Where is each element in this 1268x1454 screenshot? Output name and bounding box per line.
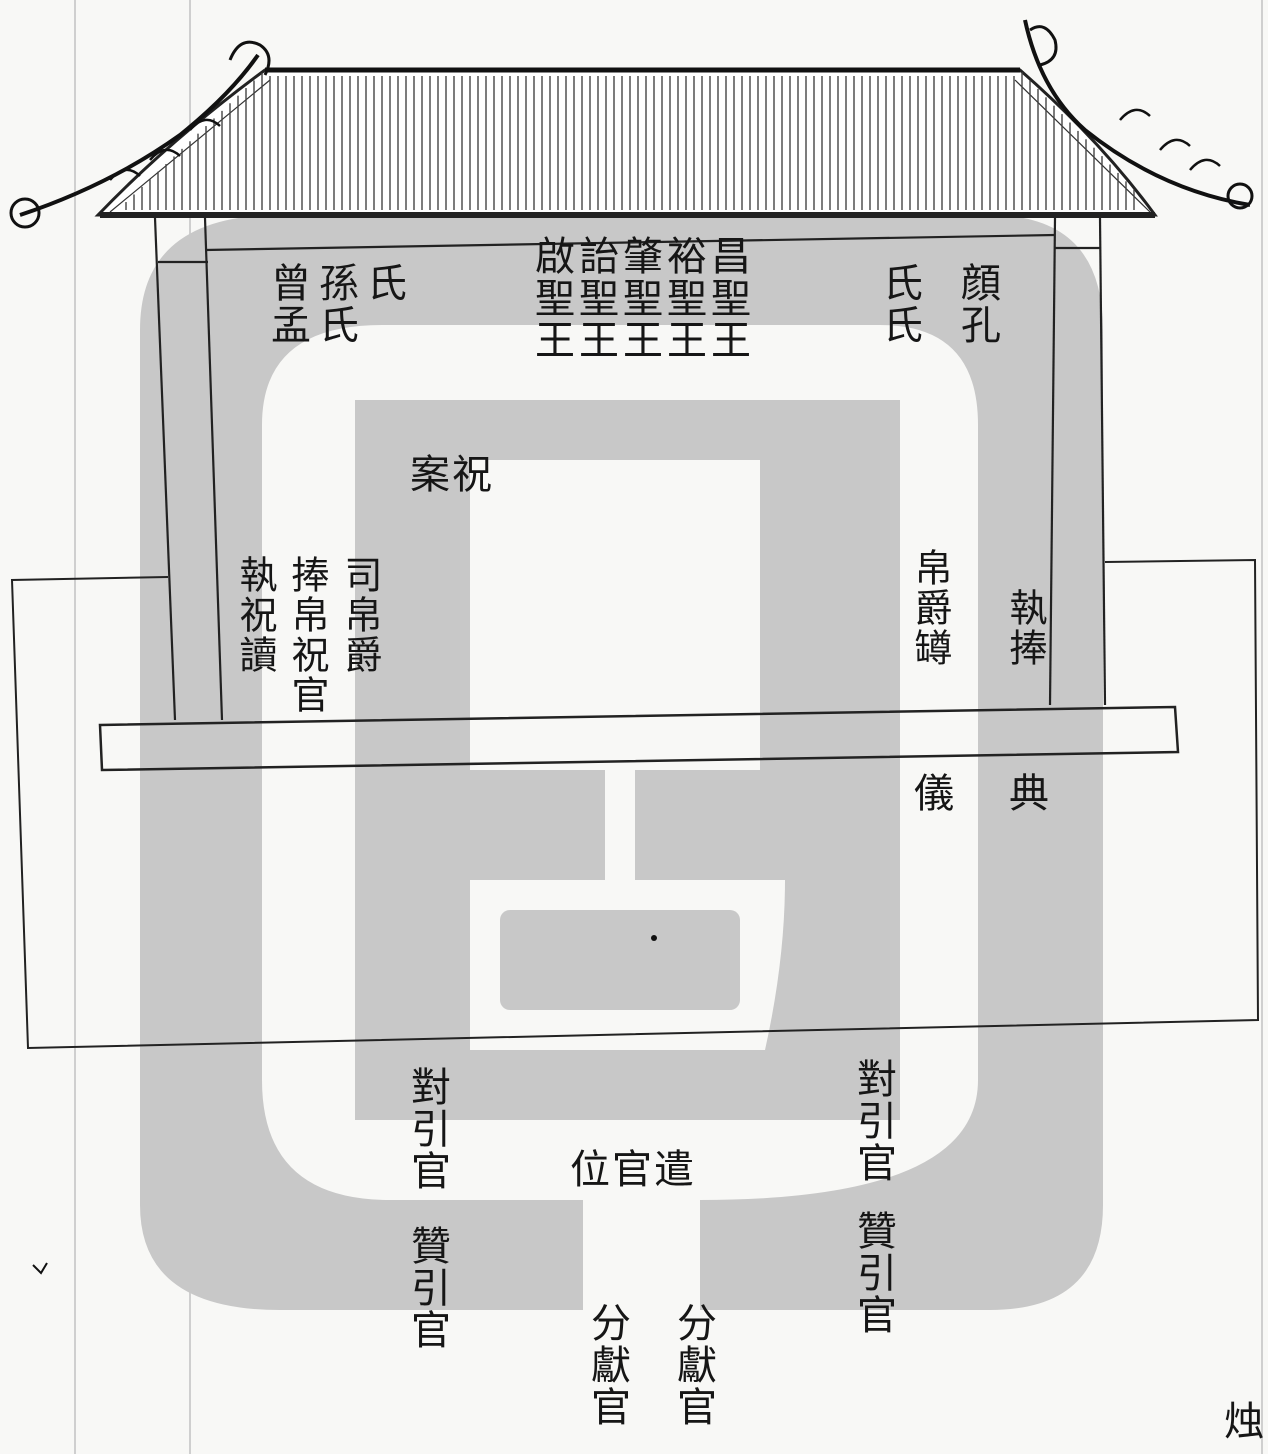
zanyin-official-left: 贊引官 — [404, 1225, 450, 1351]
attendant-label-si-bo-jue: 司帛爵 — [338, 555, 382, 675]
hall-frame — [10, 217, 1260, 1050]
hall-label-zeng-meng: 曾孟 — [264, 262, 310, 346]
dianyi-label: 典 — [1002, 772, 1048, 814]
roof — [9, 19, 1254, 229]
zanyin-official-right: 贊引官 — [850, 1210, 896, 1336]
small-dot — [32, 935, 657, 1275]
margin-corner-glyph: 烛 — [1217, 1400, 1263, 1442]
hall-label-shi: 氏 — [360, 262, 406, 304]
watermark-seal — [140, 215, 1103, 1310]
hall-label-yisheng-wang: 詒聖王 — [572, 235, 618, 361]
hall-label-changsheng-wang: 昌聖王 — [704, 235, 750, 361]
hall-label-qisheng-wang: 啟聖王 — [528, 235, 574, 361]
hall-label-kong-yan: 顔孔 — [954, 262, 1000, 346]
hall-label-yusheng-wang: 裕聖王 — [660, 235, 706, 361]
duiyin-official-left: 對引官 — [404, 1066, 450, 1192]
dianyi-label-2: 儀 — [907, 772, 953, 814]
altar-table-label: 祝案 — [410, 452, 494, 498]
attendant-label-pengbo-zhuguan: 捧帛祝官 — [285, 555, 329, 715]
hall-label-shi-shi: 氏氏 — [876, 262, 922, 346]
attendant-label-zhizhu-du: 執祝讀 — [233, 555, 277, 675]
attendant-label-bo-jue-zun: 帛爵罇 — [908, 548, 952, 668]
attendant-label-zhipeng: 執捧 — [1003, 588, 1047, 668]
hall-label-sun-shi: 孫氏 — [312, 262, 358, 346]
hall-label-zhaosheng-wang: 肇聖王 — [616, 235, 662, 361]
fenxian-official-right: 分獻官 — [670, 1302, 716, 1428]
fenxian-official-left: 分獻官 — [584, 1302, 630, 1428]
duiyin-official-right: 對引官 — [850, 1058, 896, 1184]
envoy-official-position: 遣官位 — [570, 1147, 696, 1193]
